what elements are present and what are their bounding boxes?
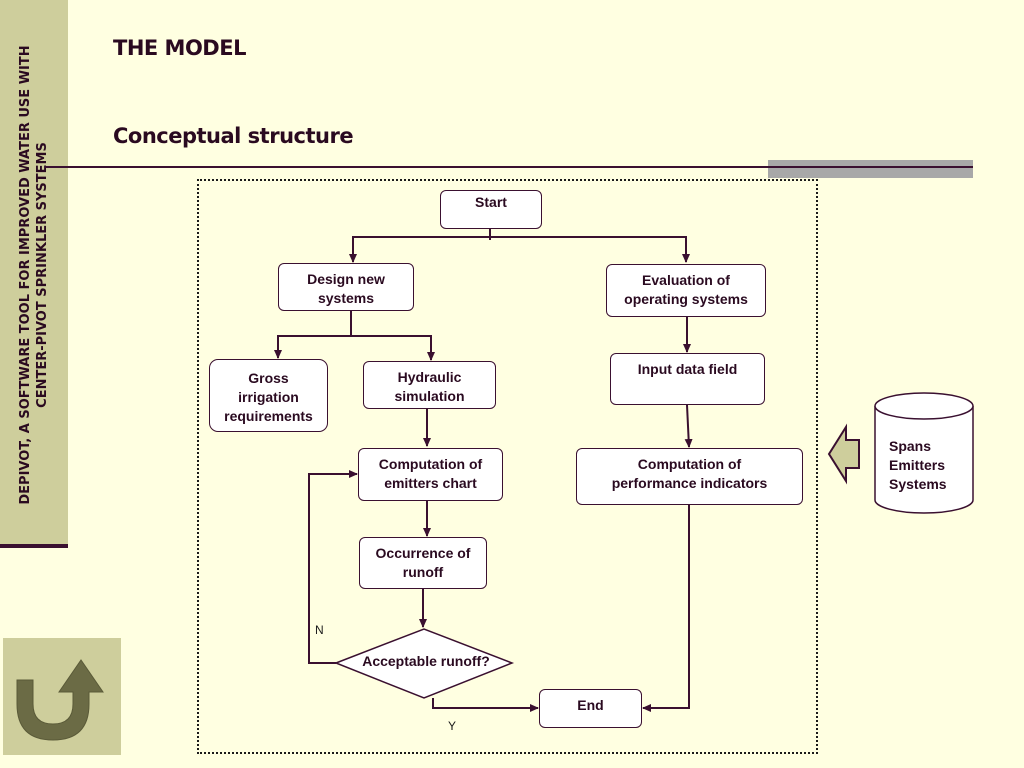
left-arrow-icon <box>827 423 860 485</box>
decision-diamond <box>333 628 515 699</box>
node-start: Start <box>440 190 542 229</box>
page-subtitle: Conceptual structure <box>113 124 354 148</box>
connector-performance-to-end <box>642 505 690 712</box>
node-input-label: Input data field <box>637 361 738 377</box>
database-label: Spans Emitters Systems <box>889 437 969 494</box>
database-line-3: Systems <box>889 476 947 492</box>
database-line-2: Emitters <box>889 457 946 473</box>
connector-design-to-hydraulic <box>351 335 435 361</box>
node-performance-line-2: performance indicators <box>611 475 768 491</box>
connector-design-to-gross <box>274 335 351 359</box>
node-runoff-line-2: runoff <box>402 564 444 580</box>
node-runoff-line-1: Occurrence of <box>375 545 471 561</box>
node-computation-performance-indicators: Computation of performance indicators <box>576 448 803 505</box>
decision-acceptable-runoff-label: Acceptable runoff? <box>362 653 490 669</box>
page-title: THE MODEL <box>113 36 246 60</box>
connector-decision-yes-to-end <box>432 698 539 712</box>
sidebar-panel: DEPIVOT, A SOFTWARE TOOL FOR IMPROVED WA… <box>0 0 68 548</box>
node-end-label: End <box>577 697 604 713</box>
node-occurrence-of-runoff: Occurrence of runoff <box>359 537 487 589</box>
node-evaluation-line-2: operating systems <box>624 291 748 307</box>
node-end: End <box>539 689 642 728</box>
node-hydraulic-line-2: simulation <box>394 388 465 404</box>
node-input-data-field: Input data field <box>610 353 765 405</box>
node-evaluation-operating-systems: Evaluation of operating systems <box>606 264 766 317</box>
node-design-new-systems: Design new systems <box>278 263 414 311</box>
node-gross-line-3: requirements <box>224 408 313 424</box>
divider-accent-line <box>768 166 973 168</box>
divider-accent-bar <box>768 160 973 178</box>
edge-label-no: N <box>315 623 324 637</box>
diagram-frame <box>197 179 818 754</box>
node-gross-irrigation-requirements: Gross irrigation requirements <box>209 359 328 432</box>
node-hydraulic-simulation: Hydraulic simulation <box>363 361 496 409</box>
database-cylinder <box>874 392 974 514</box>
u-turn-arrow-icon <box>16 659 104 741</box>
connector-input-to-performance <box>684 404 693 448</box>
node-gross-line-2: irrigation <box>238 389 299 405</box>
connector-start-to-evaluation <box>490 236 690 263</box>
database-line-1: Spans <box>889 438 932 454</box>
node-hydraulic-line-1: Hydraulic <box>397 369 462 385</box>
connector-decision-no-loop <box>308 470 358 664</box>
node-gross-line-1: Gross <box>248 370 289 386</box>
node-emitters-line-1: Computation of <box>378 456 483 472</box>
node-start-label: Start <box>475 194 507 210</box>
node-evaluation-line-1: Evaluation of <box>642 272 730 288</box>
node-design-line-1: Design new <box>307 271 385 287</box>
node-emitters-line-2: emitters chart <box>384 475 477 491</box>
edge-label-yes: Y <box>448 719 457 733</box>
node-design-line-2: systems <box>317 290 375 306</box>
back-button[interactable] <box>3 638 121 755</box>
connector-start-to-design <box>349 236 490 263</box>
title-divider <box>45 166 973 168</box>
node-computation-emitters-chart: Computation of emitters chart <box>358 448 503 501</box>
node-performance-line-1: Computation of <box>637 456 742 472</box>
